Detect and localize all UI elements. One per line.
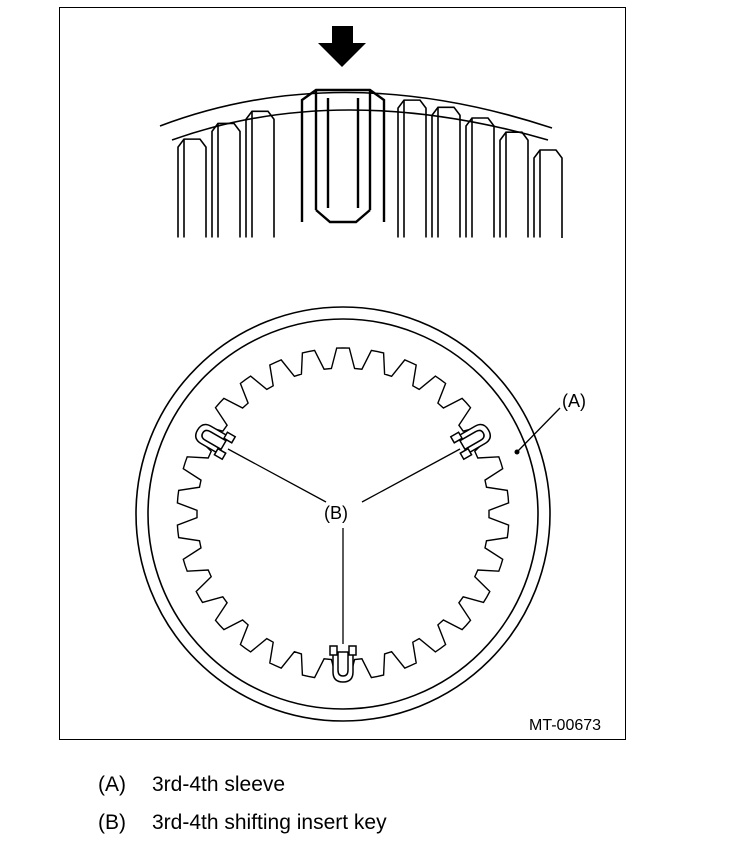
sleeve-ring [135,306,551,722]
legend-row-a: (A) 3rd-4th sleeve [98,766,387,804]
sleeve-side-view [159,88,563,239]
legend-key: (A) [98,773,126,796]
legend-row-b: (B) 3rd-4th shifting insert key [98,804,387,842]
insert-key [194,423,237,461]
leader-a-dot [514,449,520,455]
insert-key [449,423,492,461]
insert-key [329,645,357,683]
legend-key: (B) [98,811,126,834]
spline-tooth [177,138,207,238]
legend: (A) 3rd-4th sleeve (B) 3rd-4th shifting in… [98,766,387,842]
legend-text: 3rd-4th shifting insert key [152,811,387,834]
spline-tooth [397,99,427,238]
callout-b: (B) [324,503,348,523]
spline-tooth [211,122,241,238]
spline-tooth [245,110,275,238]
leader-lines [227,407,561,644]
legend-text: 3rd-4th sleeve [152,773,286,796]
insert-key-slot [300,88,386,224]
direction-arrow-icon [318,26,366,67]
figure-id: MT-00673 [529,717,601,734]
spline-tooth [533,149,563,238]
spline-tooth [499,131,529,238]
spline-tooth [465,117,495,238]
figure-frame [59,7,626,740]
callout-a: (A) [562,391,586,411]
spline-tooth [431,106,461,238]
